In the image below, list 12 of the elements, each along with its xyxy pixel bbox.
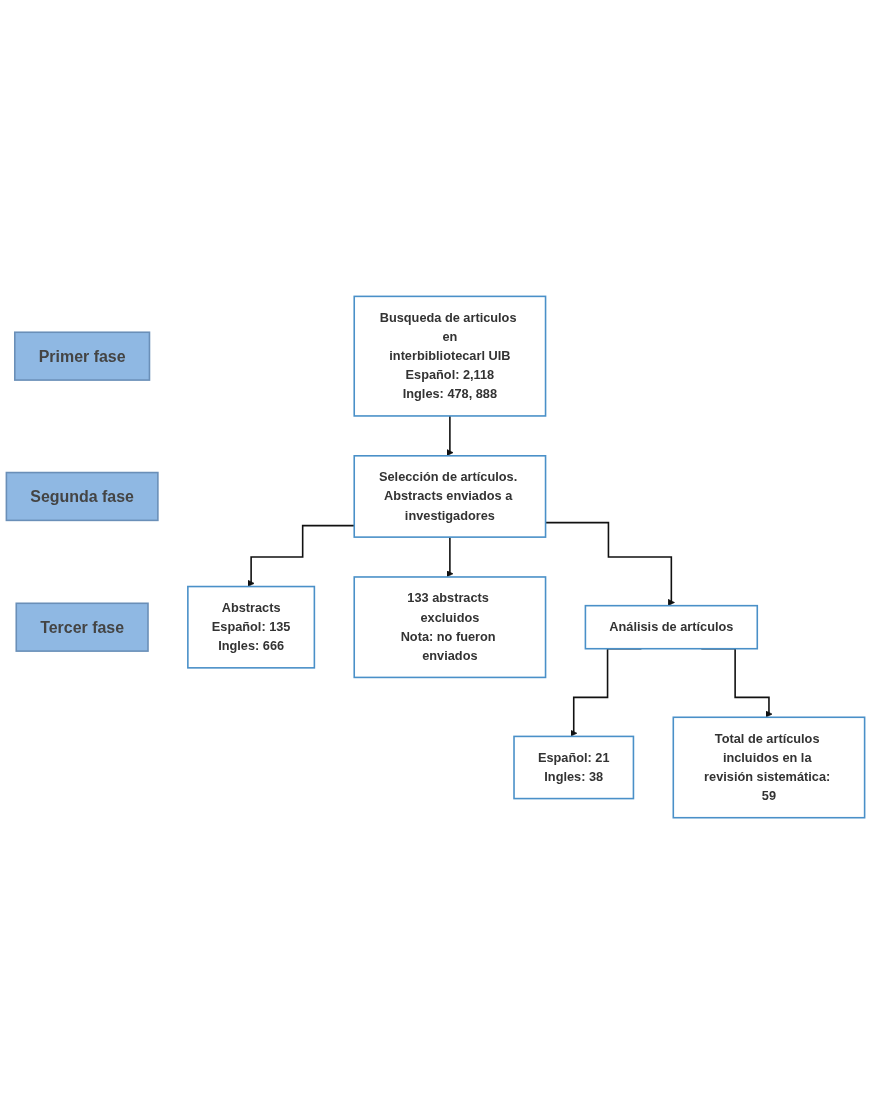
node-box: Segunda fase — [5, 471, 159, 522]
node-box: Busqueda de articulos en interbibliotecarl UIB Español: 2,118 Ingles: 478, 888 — [353, 295, 547, 417]
node-box: Abstracts Español: 135 Ingles: 666 — [187, 585, 316, 669]
node-box: Selección de artículos. Abstracts enviados a investigadores — [353, 454, 547, 538]
node-box: Español: 21 Ingles: 38 — [513, 735, 635, 800]
node-box: Análisis de artículos — [584, 604, 759, 650]
node-box: 133 abstracts excluidos Nota: no fueron enviados — [353, 576, 547, 679]
arrow — [446, 536, 454, 578]
node-box: Primer fase — [14, 331, 151, 381]
node-box: Tercer fase — [15, 602, 149, 652]
arrow — [446, 415, 454, 457]
node-box: Total de artículos incluidos en la revisión sistemática: 59 — [672, 716, 866, 819]
